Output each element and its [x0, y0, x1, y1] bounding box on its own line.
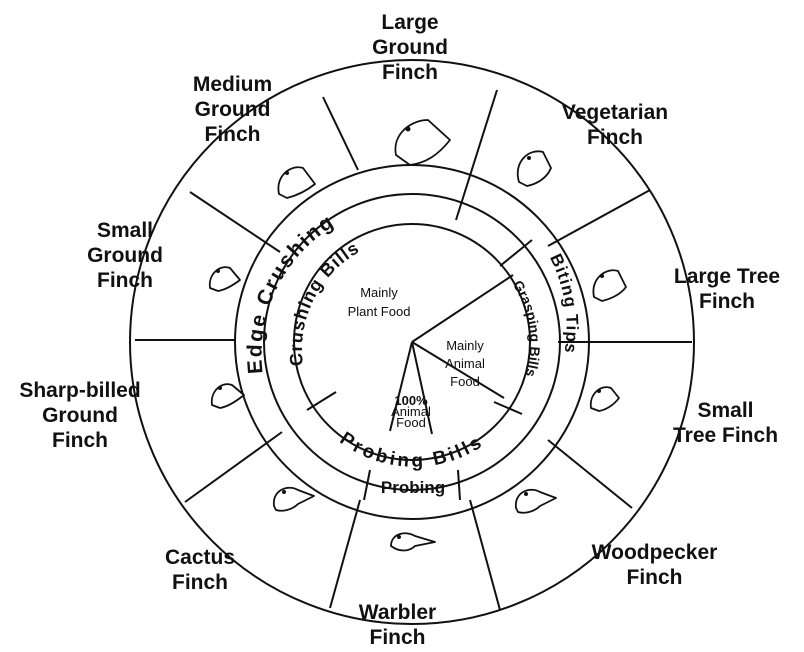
probing-bills-label: Probing Bills	[336, 428, 488, 472]
large-ground-finch-label: Large Ground Finch	[355, 10, 465, 85]
medium-ground-finch-label: Medium Ground Finch	[170, 72, 295, 147]
full-animal-line3: Food	[396, 415, 426, 430]
grasping-bills-label: Grasping Bills	[510, 277, 543, 379]
medium-ground-finch-head-icon	[278, 167, 315, 198]
plant-food-line2: Plant Food	[348, 304, 411, 319]
small-tree-finch-head-icon	[591, 387, 619, 411]
probing-label: Probing	[381, 478, 445, 497]
large-tree-finch-label: Large Tree Finch	[662, 264, 792, 314]
small-ground-finch-head-icon	[210, 267, 240, 291]
vegetarian-finch-label: Vegetarian Finch	[545, 100, 685, 150]
plant-food-line1: Mainly	[360, 285, 398, 300]
woodpecker-finch-label: Woodpecker Finch	[572, 540, 737, 590]
warbler-finch-label: Warbler Finch	[340, 600, 455, 650]
animal-food-line2: Animal	[445, 356, 485, 371]
animal-food-line1: Mainly	[446, 338, 484, 353]
biting-tips-label: Biting Tips	[546, 251, 582, 355]
sharp-billed-ground-finch-label: Sharp-billed Ground Finch	[5, 378, 155, 453]
vegetarian-finch-head-icon	[518, 151, 551, 186]
sharp-billed-ground-finch-head-icon	[212, 384, 244, 408]
small-ground-finch-label: Small Ground Finch	[70, 218, 180, 293]
cactus-finch-label: Cactus Finch	[145, 545, 255, 595]
warbler-finch-head-icon	[391, 533, 435, 550]
large-ground-finch-head-icon	[395, 120, 450, 165]
woodpecker-finch-head-icon	[516, 490, 556, 513]
animal-food-line3: Food	[450, 374, 480, 389]
cactus-finch-head-icon	[274, 488, 314, 511]
large-tree-finch-head-icon	[593, 270, 626, 301]
small-tree-finch-label: Small Tree Finch	[658, 398, 793, 448]
